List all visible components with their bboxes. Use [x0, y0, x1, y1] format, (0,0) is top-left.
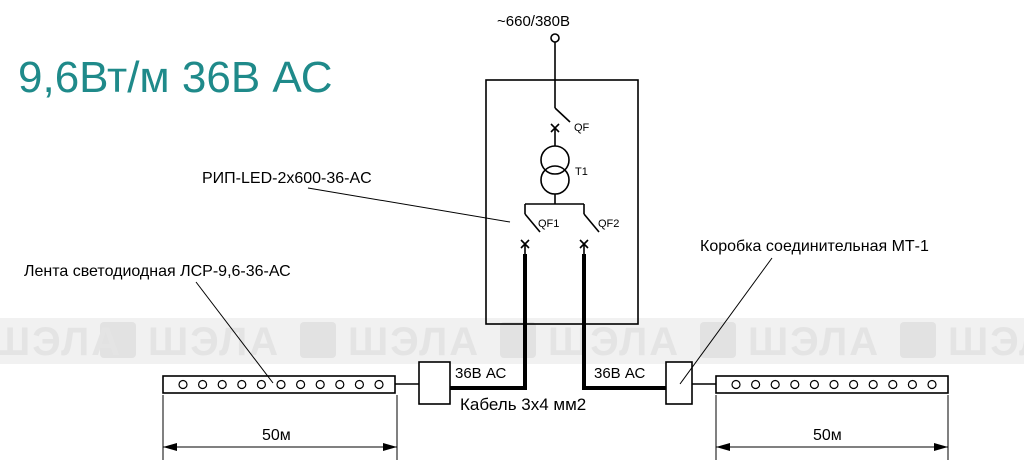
led-dot [809, 379, 820, 390]
led-dot [731, 379, 741, 390]
watermark-band: ШЭЛА ШЭЛА ШЭЛА ШЭЛА ШЭЛА ШЭЛА [0, 318, 1024, 364]
breaker-qf-label: QF [574, 122, 590, 134]
breaker-qf [550, 107, 571, 146]
watermark-text: ШЭЛА [748, 320, 880, 364]
led-strip-left [162, 375, 396, 394]
led-dot [335, 379, 345, 390]
length-label-right: 50м [813, 427, 842, 444]
junction-box-right [665, 361, 693, 405]
device-label: РИП-LED-2x600-36-AC [202, 170, 372, 187]
output-cable-2 [582, 254, 666, 390]
dimension-arrow [716, 443, 730, 451]
dimension-left [162, 395, 398, 460]
led-dot [354, 379, 364, 390]
watermark-text: ШЭЛА [548, 320, 680, 364]
watermark-logo [700, 322, 736, 358]
led-dot [198, 379, 208, 390]
led-dot [927, 379, 937, 390]
watermark-text: ШЭЛА [148, 320, 280, 364]
watermark-logo [900, 322, 936, 358]
led-dot [374, 379, 384, 390]
breaker-qf1 [520, 213, 541, 254]
voltage-label-left: 36В АС [455, 365, 507, 382]
led-strip-label: Лента светодиодная ЛСР-9,6-36-АС [24, 263, 291, 280]
led-strip-leader [195, 281, 274, 384]
cable-label: Кабель 3х4 мм2 [460, 395, 586, 414]
length-label-left: 50м [262, 427, 291, 444]
led-dot [256, 379, 266, 390]
device-leader [307, 187, 511, 223]
breaker-contact [524, 213, 541, 233]
dimension-arrow [163, 443, 177, 451]
led-dot [315, 379, 325, 390]
led-dot [907, 379, 918, 390]
led-strip-right [715, 375, 949, 394]
led-dot [178, 379, 188, 390]
watermark-logo [100, 322, 136, 358]
junction-box-label: Коробка соединительная МТ-1 [700, 238, 929, 255]
led-dot [296, 379, 306, 390]
junction-box-left [418, 361, 451, 405]
output-cable-1 [450, 254, 527, 390]
junction-box-leader [679, 257, 773, 385]
power-supply-cabinet [485, 79, 639, 325]
dimension-arrow [383, 443, 397, 451]
breaker-qf2-label: QF2 [598, 218, 619, 230]
led-dot [217, 379, 227, 390]
dimension-arrow [934, 443, 948, 451]
watermark-text: ШЭЛА [948, 320, 1024, 364]
supply-terminal [550, 33, 560, 43]
transformer-label: T1 [575, 166, 588, 178]
led-dot [829, 379, 839, 390]
voltage-label-right: 36В АС [594, 365, 646, 382]
breaker-contact [554, 107, 571, 123]
led-dot [237, 379, 247, 390]
transformer-secondary-coil [540, 165, 570, 195]
watermark-text: ШЭЛА [348, 320, 480, 364]
watermark-logos [100, 322, 936, 358]
led-dot [868, 379, 878, 390]
watermark-text: ШЭЛА [0, 320, 122, 364]
diagram-title: 9,6Вт/м 36В АС [18, 53, 333, 102]
breaker-qf2 [579, 213, 600, 254]
supply-voltage-label: ~660/380В [497, 13, 570, 30]
led-dot [888, 379, 898, 390]
led-dot [770, 379, 780, 390]
led-dot [276, 379, 286, 390]
breaker-qf1-label: QF1 [538, 218, 559, 230]
watermark-logo [300, 322, 336, 358]
watermark-logo [500, 322, 536, 358]
breaker-contact [583, 213, 600, 233]
led-dot [848, 379, 859, 390]
led-dot [750, 379, 761, 390]
dimension-right [715, 395, 949, 460]
transformer-primary-coil [540, 145, 570, 175]
led-dot [790, 379, 800, 390]
